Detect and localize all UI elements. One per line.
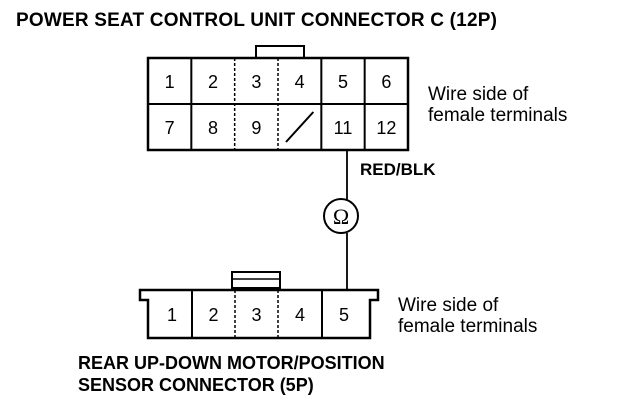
bottom-note-line1: Wire side of [398,295,499,316]
bottom-pin-5: 5 [339,305,349,325]
bottom-pin-3: 3 [251,305,261,325]
top-connector-title: POWER SEAT CONTROL UNIT CONNECTOR C (12P… [16,10,498,31]
top-pin-5: 5 [338,72,348,92]
top-connector-note: Wire side of female terminals [428,84,567,126]
bottom-pin-2: 2 [208,305,218,325]
bottom-note-line2: female terminals [398,316,538,337]
bottom-connector-pin-row: 1 2 3 4 5 [167,290,349,338]
top-pin-2: 2 [208,72,218,92]
wire-color-label: RED/BLK [360,160,436,179]
bottom-connector-body [138,288,380,340]
bottom-title-line1: REAR UP-DOWN MOTOR/POSITION [78,353,385,373]
slash-icon [285,111,315,143]
bottom-connector-note: Wire side of female terminals [398,295,537,337]
ohmmeter-symbol: Ω [333,204,349,229]
bottom-title-line2: SENSOR CONNECTOR (5P) [78,375,314,395]
top-pin-6: 6 [381,72,391,92]
top-pin-8: 8 [208,118,218,138]
bottom-pin-1: 1 [167,305,177,325]
bottom-connector-title: REAR UP-DOWN MOTOR/POSITION SENSOR CONNE… [78,352,385,396]
top-pin-4: 4 [295,72,305,92]
top-note-line2: female terminals [428,105,568,126]
top-note-line1: Wire side of [428,84,529,105]
top-pin-9: 9 [251,118,261,138]
top-pin-11: 11 [334,118,353,138]
top-pin-3: 3 [251,72,261,92]
bottom-pin-4: 4 [295,305,305,325]
top-connector-latch [255,45,305,59]
bottom-connector-latch [231,271,281,289]
ohmmeter-icon [323,198,359,234]
top-pin-12: 12 [376,118,396,138]
top-pin-7: 7 [165,118,175,138]
top-pin-1: 1 [165,72,175,92]
